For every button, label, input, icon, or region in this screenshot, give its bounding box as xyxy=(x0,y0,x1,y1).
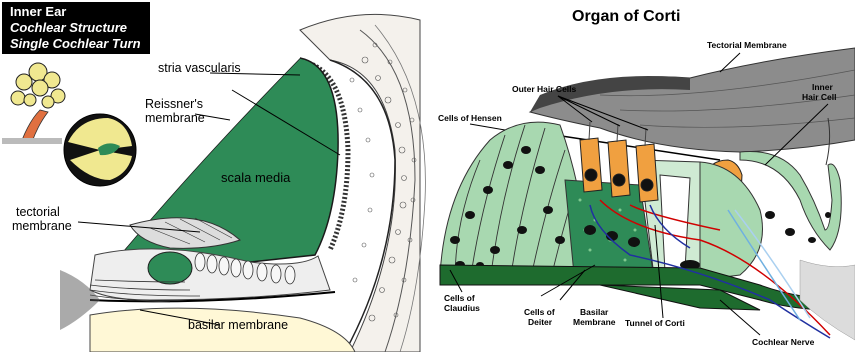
label-scala-media: scala media xyxy=(221,170,290,185)
label-cells-of-hensen: Cells of Hensen xyxy=(438,113,502,123)
label-deiter-line1: Cells of xyxy=(524,307,555,317)
label-claudius-line2: Claudius xyxy=(444,303,480,313)
title-line-1: Inner Ear xyxy=(10,4,150,20)
title-line-3: Single Cochlear Turn xyxy=(10,36,150,52)
label-basilar-membrane: basilar membrane xyxy=(188,318,288,332)
label-outer-hair-cells: Outer Hair Cells xyxy=(512,84,576,94)
label-inner-hair-line1: Inner xyxy=(812,82,833,92)
label-basilar-line1: Basilar xyxy=(580,307,608,317)
inner-ear-title-box: Inner Ear Cochlear Structure Single Coch… xyxy=(2,2,150,54)
label-reissners-line1: Reissner's xyxy=(145,97,203,111)
title-line-2: Cochlear Structure xyxy=(10,20,150,36)
label-tunnel-of-corti: Tunnel of Corti xyxy=(625,318,685,328)
label-deiter-line2: Deiter xyxy=(528,317,552,327)
label-tectorial-line2: membrane xyxy=(12,219,72,233)
label-cochlear-nerve: Cochlear Nerve xyxy=(752,337,814,347)
cochlea-section-thumbnail-icon xyxy=(64,114,136,186)
organ-of-corti xyxy=(440,48,855,340)
label-stria-vascularis: stria vascularis xyxy=(158,61,241,75)
label-basilar-line2: Membrane xyxy=(573,317,616,327)
label-tectorial-line1: tectorial xyxy=(16,205,60,219)
cochlea-thumbnail-icon xyxy=(2,60,65,144)
label-claudius-line1: Cells of xyxy=(444,293,475,303)
label-tectorial-membrane: Tectorial Membrane xyxy=(707,40,787,50)
label-reissners-line2: membrane xyxy=(145,111,205,125)
label-inner-hair-line2: Hair Cell xyxy=(802,92,837,102)
organ-of-corti-title: Organ of Corti xyxy=(572,8,680,26)
